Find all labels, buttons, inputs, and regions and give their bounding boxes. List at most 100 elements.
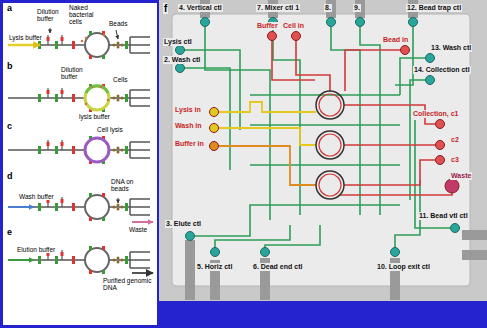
port-label: 14. Collection ctl (413, 66, 471, 74)
port-label: Collection, c1 (412, 110, 460, 118)
annotation-label: Lysis buffer (8, 34, 43, 41)
annotation-label: Beads (108, 20, 128, 27)
flow-port (268, 32, 277, 41)
port-label: Waste (450, 172, 472, 180)
annotation-label: Dilution buffer (36, 8, 66, 22)
lysis-channels (219, 146, 316, 185)
annotation-label: Cell lysis (96, 126, 124, 133)
photo-ground (159, 0, 487, 301)
annotation-label: Purified genomic DNA (102, 277, 156, 291)
panel-letter: f (163, 3, 168, 14)
rotary-mixer (316, 91, 344, 119)
port-label: Wash in (174, 122, 203, 130)
annotation-label: Naked bacterial cells (68, 4, 104, 25)
control-channels (395, 180, 420, 252)
rotary-mixer (319, 94, 341, 116)
flow-channels (296, 36, 330, 91)
control-port (176, 64, 185, 73)
control-port (426, 54, 435, 63)
mixer-ring (85, 86, 109, 110)
wash-flow (8, 206, 34, 208)
leader-line (118, 198, 119, 203)
bacterial-cells (81, 34, 106, 43)
flow-port (436, 156, 445, 165)
annotation-label: Cells (112, 76, 128, 83)
bacterial-cells (85, 37, 88, 40)
annotation-label: Waste (128, 226, 148, 233)
mixer-ring (85, 138, 109, 162)
port-label: 12. Bead trap ctl (406, 4, 462, 12)
flow-port (210, 142, 219, 151)
annotation-label: Dilution buffer (60, 66, 90, 80)
elution-flow (8, 259, 34, 261)
control-channels (190, 205, 400, 236)
bacterial-cells (107, 99, 110, 102)
port-label: 4. Vertical ctl (178, 4, 223, 12)
bacterial-cells (85, 103, 88, 106)
control-channels (265, 225, 320, 252)
chip-body (172, 14, 470, 286)
port-label: 5. Horiz ctl (196, 263, 233, 271)
lysate (87, 141, 108, 159)
mixer-ring (86, 86, 108, 93)
illustration (8, 193, 150, 221)
port-label: Buffer in (174, 140, 205, 148)
port-label: Lysis ctl (163, 38, 193, 46)
flow-port (445, 179, 459, 193)
leader-line (50, 28, 51, 33)
control-port (409, 18, 418, 27)
bacterial-cells (81, 40, 84, 43)
port-label: Lysis in (174, 106, 202, 114)
leader-line (116, 30, 118, 39)
control-channels (360, 27, 380, 215)
control-channels (400, 58, 430, 95)
rotary-mixer (316, 171, 344, 199)
output-flow (132, 272, 153, 274)
flow-port (436, 141, 445, 150)
panel-letter: b (6, 62, 14, 72)
panel-letter: d (6, 172, 14, 182)
control-port (186, 232, 195, 241)
flow-port (292, 32, 301, 41)
port-label: c3 (450, 156, 460, 164)
port-label: 13. Wash ctl (430, 44, 472, 52)
bacterial-cells (91, 86, 94, 89)
lysate (106, 156, 108, 158)
rotary-mixer (316, 131, 344, 159)
control-port (426, 76, 435, 85)
port-label: Buffer (256, 22, 279, 30)
flow-port (436, 120, 445, 129)
rotary-mixer (319, 134, 341, 156)
flow-channels (344, 144, 435, 146)
lysate (87, 157, 89, 159)
lysate (105, 142, 107, 144)
control-port (451, 224, 460, 233)
flow-port (401, 46, 410, 55)
control-port (201, 18, 210, 27)
control-port (176, 18, 460, 257)
illustration (8, 31, 150, 59)
control-port (261, 248, 270, 257)
annotation-label: Wash buffer (18, 193, 55, 200)
port-label: Bead in (382, 36, 409, 44)
port-label: 11. Bead vtl ctl (418, 212, 469, 220)
lysis-channels (219, 128, 316, 145)
port-label: 8. (324, 4, 332, 12)
illustration (8, 246, 150, 274)
control-channels (215, 225, 290, 252)
port-label: 2. Wash ctl (163, 56, 201, 64)
annotation-label: Elution buffer (16, 246, 56, 253)
flow-channels (272, 36, 315, 80)
panel-letter: e (6, 228, 13, 238)
control-tubing (185, 240, 195, 300)
flow-port (210, 108, 219, 117)
illustration (8, 136, 150, 164)
bacterial-cells (103, 34, 106, 37)
port-label: c2 (450, 136, 460, 144)
annotation-label: lysis buffer (78, 113, 111, 120)
lysate (87, 141, 89, 143)
flow-port (210, 124, 219, 133)
panel-letter: c (6, 122, 13, 132)
port-label: 9. (353, 4, 361, 12)
control-port (176, 46, 185, 55)
